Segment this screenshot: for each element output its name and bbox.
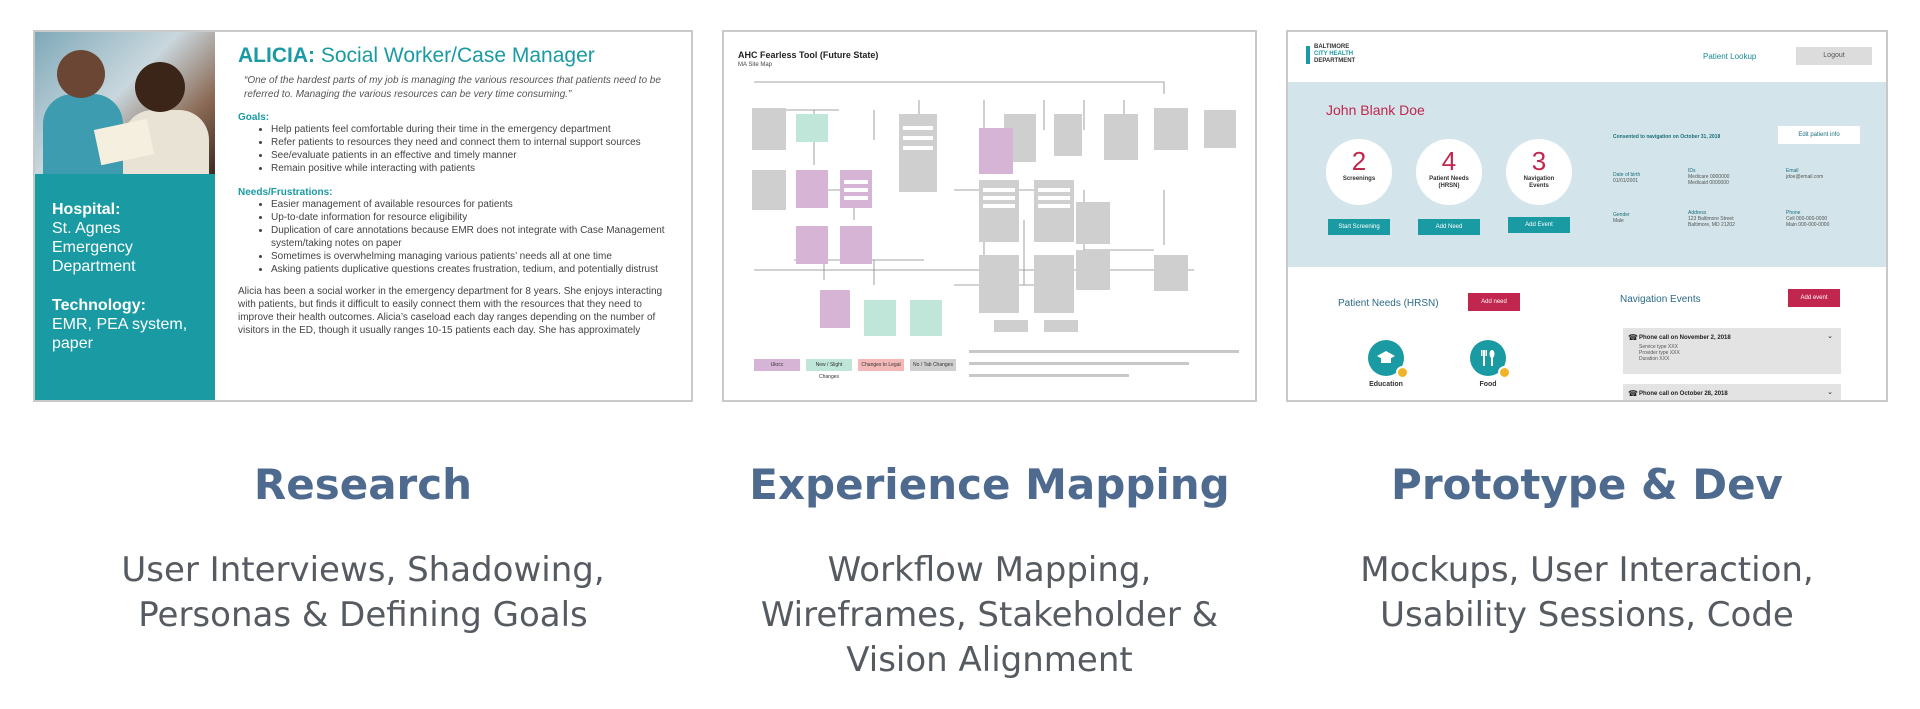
patient-lookup-link[interactable]: Patient Lookup — [1703, 52, 1757, 61]
patient-name: John Blank Doe — [1326, 102, 1425, 118]
badge-icon — [1396, 366, 1409, 379]
event-card[interactable]: ☎ Phone call on November 2, 2018 Service… — [1623, 328, 1841, 374]
list-item: Up-to-date information for resource elig… — [271, 211, 678, 224]
patient-needs-heading: Patient Needs (HRSN) — [1338, 298, 1439, 309]
logo: BALTIMORE CITY HEALTH DEPARTMENT — [1314, 44, 1356, 64]
need-label: Education — [1369, 381, 1403, 388]
navigation-events-heading: Navigation Events — [1620, 294, 1701, 305]
goals-list: Help patients feel comfortable during th… — [271, 123, 678, 175]
start-screening-button[interactable]: Start Screening — [1328, 219, 1390, 235]
research-title: Research — [253, 460, 473, 509]
list-item: Easier management of available resources… — [271, 198, 678, 211]
add-event-button[interactable]: Add Event — [1508, 217, 1570, 233]
map-note-line — [969, 374, 1129, 377]
legend-item: No / Tab Changes — [910, 359, 956, 371]
education-need[interactable] — [1368, 340, 1409, 379]
workflow-diagram — [752, 81, 1236, 336]
need-label: Food — [1479, 381, 1497, 388]
add-event-button-red[interactable]: Add event — [1788, 289, 1840, 307]
map-note-line — [969, 350, 1239, 353]
utensils-icon — [1481, 350, 1495, 366]
app-header: BALTIMORE CITY HEALTH DEPARTMENT Patient… — [1288, 32, 1886, 82]
experience-mapping-description: Workflow Mapping, Wireframes, Stakeholde… — [760, 550, 1219, 680]
persona-photo — [35, 32, 215, 174]
list-item: Help patients feel comfortable during th… — [271, 123, 678, 136]
map-subtitle: MA Site Map — [738, 62, 773, 68]
map-title: AHC Fearless Tool (Future State) — [738, 50, 879, 60]
experience-map-card: AHC Fearless Tool (Future State) MA Site… — [722, 30, 1257, 402]
persona-technology: Technology: EMR, PEA system, paper — [52, 297, 188, 352]
add-need-red-button[interactable]: Add need — [1468, 293, 1520, 311]
list-item: Remain positive while interacting with p… — [271, 162, 678, 175]
badge-icon — [1498, 366, 1511, 379]
persona-details: ALICIA: Social Worker/Case Manager “One … — [238, 44, 678, 337]
map-note-line — [969, 362, 1189, 365]
chevron-down-icon[interactable]: ⌄ — [1827, 333, 1833, 340]
list-item: See/evaluate patients in an effective an… — [271, 149, 678, 162]
logo-mark — [1306, 46, 1310, 64]
needs-list: Easier management of available resources… — [271, 198, 678, 276]
legend-item: Ukrcc — [754, 359, 800, 371]
add-need-button[interactable]: Add Need — [1418, 219, 1480, 235]
experience-mapping-title: Experience Mapping — [749, 460, 1230, 509]
phone-icon: ☎ — [1628, 333, 1638, 342]
logout-button[interactable]: Logout — [1796, 47, 1872, 65]
graduation-cap-icon — [1377, 351, 1395, 363]
edit-patient-button[interactable]: Edit patient info — [1778, 126, 1860, 144]
chevron-down-icon[interactable]: ⌄ — [1827, 389, 1833, 396]
research-persona-card: Hospital: St. Agnes Emergency Department… — [33, 30, 693, 402]
list-item: Sometimes is overwhelming managing vario… — [271, 250, 678, 263]
persona-bio: Alicia has been a social worker in the e… — [238, 286, 663, 336]
list-item: Asking patients duplicative questions cr… — [271, 263, 678, 276]
research-description: User Interviews, Shadowing, Personas & D… — [121, 550, 605, 635]
persona-hospital: Hospital: St. Agnes Emergency Department — [52, 201, 136, 275]
prototype-dev-description: Mockups, User Interaction, Usability Ses… — [1360, 550, 1814, 635]
legend-item: New / Slight Changes — [806, 359, 852, 380]
persona-quote: “One of the hardest parts of my job is m… — [244, 75, 661, 100]
legend-item: Changes to Legal — [858, 359, 904, 371]
persona-title: ALICIA: Social Worker/Case Manager — [238, 44, 595, 67]
consent-note: Consented to navigation on October 31, 2… — [1613, 134, 1721, 140]
list-item: Refer patients to resources they need an… — [271, 136, 678, 149]
prototype-dev-title: Prototype & Dev — [1391, 460, 1783, 509]
goals-heading: Goals: — [238, 112, 270, 123]
list-item: Duplication of care annotations because … — [271, 224, 678, 250]
food-need[interactable] — [1470, 340, 1511, 379]
prototype-card: BALTIMORE CITY HEALTH DEPARTMENT Patient… — [1286, 30, 1888, 402]
event-card[interactable]: ☎ Phone call on October 28, 2018 ⌄ — [1623, 384, 1841, 400]
needs-heading: Needs/Frustrations: — [238, 187, 333, 198]
phone-icon: ☎ — [1628, 389, 1638, 398]
